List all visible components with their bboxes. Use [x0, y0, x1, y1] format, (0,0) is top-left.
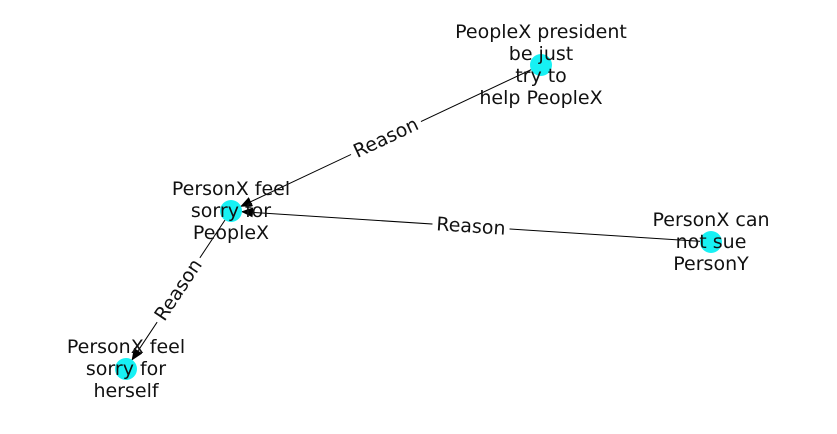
node-label-line: help PeopleX	[479, 87, 602, 109]
edge-label: Reason	[345, 110, 427, 166]
node-label-line: PersonX feel	[67, 336, 185, 358]
graph-node[interactable]	[115, 358, 137, 380]
node-label-line: sorry for	[86, 358, 166, 380]
edge-label: Reason	[147, 251, 210, 329]
node-label-line: be just	[509, 43, 573, 65]
node-label-line: herself	[93, 380, 159, 402]
node-label-line: PeopleX president	[455, 21, 627, 43]
graph-node[interactable]	[220, 200, 242, 222]
node-label-line: sorry for	[191, 200, 271, 222]
node-label-line: PersonX feel	[172, 178, 290, 200]
graph-node[interactable]	[700, 231, 722, 253]
node-label-line: not sue	[676, 231, 747, 253]
node-label-line: try to	[515, 65, 567, 87]
node-label-line: PersonY	[673, 253, 749, 275]
svg-text:Reason: Reason	[350, 113, 422, 162]
svg-text:Reason: Reason	[150, 255, 207, 325]
nodes-layer	[115, 54, 722, 380]
edge-label: Reason	[431, 212, 511, 241]
svg-text:Reason: Reason	[436, 213, 507, 239]
node-label-line: PeopleX	[193, 222, 269, 244]
node-label-line: PersonX can	[652, 209, 769, 231]
graph-node[interactable]	[530, 54, 552, 76]
